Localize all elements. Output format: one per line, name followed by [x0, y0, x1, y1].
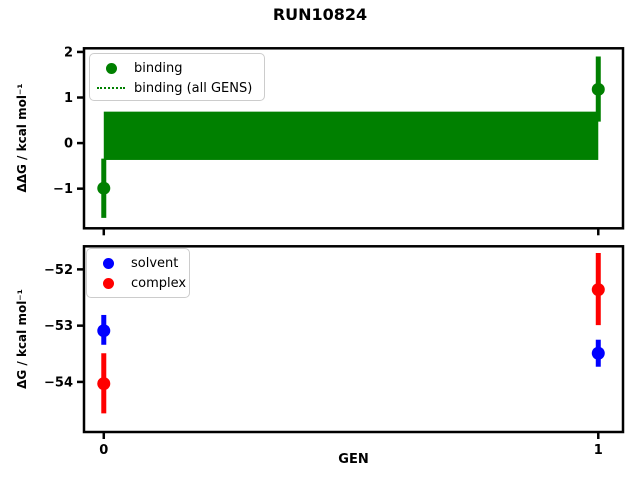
y-tick-label: 2: [64, 45, 73, 60]
solvent-marker-icon: [102, 257, 114, 269]
dotted-line-icon: [97, 87, 125, 89]
legend-entry-solvent: solvent: [93, 253, 181, 273]
confidence-band: [103, 111, 599, 160]
solvent-data-point: [591, 346, 605, 360]
legend-label-binding: binding: [134, 60, 183, 76]
axes-frame: [82, 47, 625, 230]
top-legend: binding binding (all GENS): [89, 53, 265, 101]
legend-entry-binding-all-gens: binding (all GENS): [96, 78, 256, 98]
bottom-y-axis-label: ΔG / kcal mol⁻¹: [15, 289, 29, 389]
x-axis-label: GEN: [338, 452, 369, 467]
y-tick-label: 1: [64, 91, 73, 106]
solvent-data-point: [97, 324, 111, 338]
legend-label-binding-all-gens: binding (all GENS): [134, 80, 253, 96]
y-tick-label: −52: [44, 263, 73, 278]
bottom-legend: solvent complex: [86, 248, 190, 298]
binding-data-point: [97, 181, 111, 195]
binding-marker-icon: [105, 62, 117, 74]
y-tick-label: −53: [44, 319, 73, 334]
top-y-axis-label: ΔΔG / kcal mol⁻¹: [15, 83, 29, 193]
binding-data-point: [591, 82, 605, 96]
legend-label-solvent: solvent: [131, 255, 179, 271]
complex-data-point: [97, 377, 111, 391]
legend-label-complex: complex: [131, 275, 187, 291]
legend-entry-complex: complex: [93, 273, 186, 293]
axes-frame: [82, 245, 625, 434]
y-tick-label: −1: [53, 182, 73, 197]
x-tick-label: 0: [99, 443, 108, 458]
x-tick-label: 1: [594, 443, 603, 458]
y-tick-label: 0: [64, 137, 73, 152]
y-tick-label: −54: [44, 375, 73, 390]
figure-title: RUN10824: [272, 5, 368, 24]
legend-entry-binding: binding: [96, 58, 256, 78]
complex-marker-icon: [102, 277, 114, 289]
complex-data-point: [591, 283, 605, 297]
